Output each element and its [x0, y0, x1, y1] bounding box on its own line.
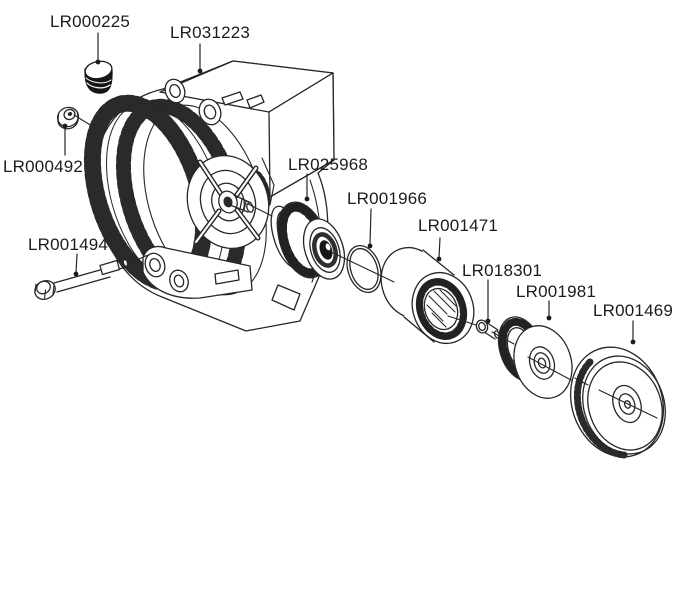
o-ring-drawing	[346, 244, 382, 294]
part-label-mount-bolt: LR001494	[28, 235, 109, 254]
alternator-drawing	[83, 60, 335, 332]
part-label-clutch-pulley: LR025968	[288, 155, 369, 174]
mount-bolt-drawing	[34, 254, 148, 301]
belt-pulley-drawing	[569, 346, 666, 459]
part-label-cap: LR000225	[50, 12, 131, 31]
coupling-drawing	[380, 246, 475, 345]
part-label-belt-pulley: LR001469	[593, 301, 674, 320]
part-label-alternator: LR031223	[170, 23, 251, 42]
toothed-pulley-drawing	[497, 316, 573, 399]
leader-lines	[64, 32, 634, 342]
part-label-nut: LR000492	[3, 157, 84, 176]
part-label-o-ring: LR001966	[347, 189, 428, 208]
part-label-pulley-bolt: LR018301	[462, 261, 543, 280]
part-label-coupling: LR001471	[418, 216, 499, 235]
nut-drawing	[56, 106, 93, 130]
part-label-toothed-pulley: LR001981	[516, 282, 597, 301]
cap-drawing	[84, 60, 113, 94]
clutch-pulley-drawing	[270, 201, 346, 280]
leader-dots	[62, 59, 636, 345]
assembly-axis-line	[247, 203, 658, 419]
